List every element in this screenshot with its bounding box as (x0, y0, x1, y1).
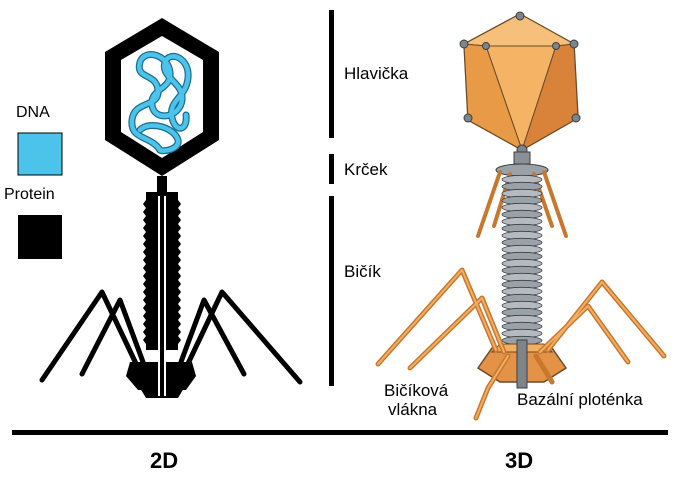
view-3d-label: 3D (505, 448, 533, 474)
phage-3d (378, 12, 664, 418)
tail-tube-3d (517, 340, 527, 388)
tail-fibers-label-line1: Bičíková (384, 381, 448, 401)
head-bar (329, 10, 334, 138)
baseplate-label: Bazální ploténka (517, 390, 643, 410)
neck-bar (329, 154, 334, 184)
bottom-divider (12, 430, 668, 435)
phage-2d (42, 18, 300, 398)
neck-2d (157, 176, 167, 192)
protein-swatch (18, 215, 62, 259)
view-2d-label: 2D (150, 448, 178, 474)
neck-label: Krček (344, 160, 387, 180)
tail-fibers-label-line2: vlákna (388, 400, 437, 420)
dna-legend-label: DNA (16, 104, 50, 122)
tail-bar (329, 196, 334, 386)
collar-3d (496, 164, 548, 176)
tail-sheath-3d (502, 175, 542, 344)
dna-swatch (18, 133, 62, 175)
head-label: Hlavička (344, 64, 408, 84)
tail-label: Bičík (344, 262, 381, 282)
tail-needle-core-2d (160, 350, 164, 398)
neck-3d (514, 152, 530, 164)
protein-legend-label: Protein (4, 186, 55, 204)
